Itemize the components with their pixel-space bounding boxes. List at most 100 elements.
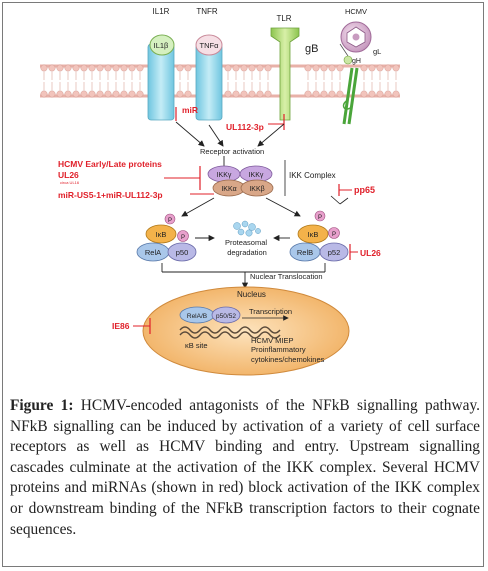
- kb-site-label: κB site: [185, 341, 208, 350]
- il1r-label: IL1R: [153, 7, 170, 16]
- ikka-label: IKKα: [221, 186, 236, 193]
- lipid-head: [56, 64, 64, 72]
- pp65-inhibitor: pp65: [330, 184, 375, 205]
- gl-label: gL: [373, 47, 381, 56]
- ie86-label: IE86: [112, 321, 130, 331]
- lipid-head: [368, 64, 376, 72]
- mir-label: miR: [182, 105, 198, 115]
- lipid-head: [240, 64, 248, 72]
- tlr-label: TLR: [276, 14, 291, 23]
- lipid-head: [368, 90, 376, 98]
- cell-membrane: [40, 64, 400, 98]
- lipid-head: [376, 64, 384, 72]
- lipid-head: [336, 90, 344, 98]
- tnfa-label: TNFα: [200, 41, 220, 50]
- lipid-head: [136, 90, 144, 98]
- p-left-top-label: P: [168, 218, 172, 224]
- pathway-diagram: IL1R IL1β TNFR TNFα TLR gB HCMV gH gL mi…: [40, 7, 400, 376]
- lipid-head: [120, 64, 128, 72]
- lipid-head: [360, 90, 368, 98]
- lipid-head: [184, 64, 192, 72]
- receptor-activation-label: Receptor activation: [200, 147, 264, 156]
- lipid-head: [328, 90, 336, 98]
- gh-label: gH: [352, 58, 361, 65]
- lipid-head: [224, 90, 232, 98]
- hcmv-proteins-inhibitor: HCMV Early/Late proteins UL26 circa UL16…: [58, 159, 214, 200]
- lipid-head: [96, 64, 104, 72]
- hcmv-proteins-label: HCMV Early/Late proteins: [58, 159, 162, 169]
- lipid-head: [56, 90, 64, 98]
- degradation-label: degradation: [227, 248, 267, 257]
- lipid-head: [232, 64, 240, 72]
- hcmv-label: HCMV: [345, 7, 367, 16]
- lipid-head: [256, 90, 264, 98]
- lipid-head: [104, 90, 112, 98]
- ikk-complex-label: IKK Complex: [289, 171, 336, 180]
- lipid-head: [88, 64, 96, 72]
- p-right-top-label: P: [318, 215, 322, 221]
- nuclear-translocation: Nuclear Translocation: [161, 263, 326, 289]
- ikb-left-label: IκB: [156, 230, 167, 239]
- ul26-top-label: UL26: [58, 170, 79, 180]
- relb-right-label: RelB: [297, 248, 313, 257]
- p50-left-label: p50: [176, 248, 189, 257]
- lipid-head: [72, 90, 80, 98]
- p-right-side-label: P: [332, 232, 336, 238]
- lipid-head: [320, 64, 328, 72]
- ikb-right-label: IκB: [308, 230, 319, 239]
- lipid-head: [256, 64, 264, 72]
- mir-inhibitor: miR: [175, 105, 198, 121]
- lipid-head: [104, 64, 112, 72]
- nucleus: Nucleus RelA/B p50/52 Transcription κB s…: [142, 286, 350, 376]
- lipid-head: [376, 90, 384, 98]
- caption-text: HCMV-encoded antagonists of the NFkB sig…: [10, 397, 480, 538]
- lipid-head: [48, 90, 56, 98]
- ikkg-right-label: IKKγ: [249, 172, 264, 179]
- p52-right-label: p52: [328, 248, 341, 257]
- lipid-head: [328, 64, 336, 72]
- nucleus-label: Nucleus: [237, 290, 266, 299]
- lipid-head: [304, 64, 312, 72]
- il1r-receptor: IL1R IL1β: [147, 7, 175, 121]
- receptor-activation-arrows: Receptor activation: [175, 121, 285, 168]
- nuclear-translocation-label: Nuclear Translocation: [250, 272, 323, 281]
- pp65-label: pp65: [354, 185, 375, 195]
- lipid-head: [248, 64, 256, 72]
- lipid-head: [48, 64, 56, 72]
- lipid-head: [80, 90, 88, 98]
- lipid-head: [112, 64, 120, 72]
- mirs-label: miR-US5-1+miR-UL112-3p: [58, 190, 163, 200]
- nfkb-complex-left: P IκB P RelA p50: [136, 213, 197, 262]
- ikk-to-ikb-arrows: [181, 197, 301, 217]
- lipid-head: [240, 90, 248, 98]
- lipid-head: [40, 64, 48, 72]
- nfkb-complex-right: P IκB P RelB p52: [289, 210, 349, 262]
- lipid-head: [88, 90, 96, 98]
- lipid-head: [40, 90, 48, 98]
- lipid-head: [128, 90, 136, 98]
- cytokines-label: cytokines/chemokines: [251, 355, 325, 364]
- small-note-label: circa UL16: [60, 180, 80, 185]
- proteasome: Proteasomal degradation: [195, 220, 290, 257]
- lipid-head: [248, 90, 256, 98]
- ikk-complex: IKKγ IKKγ IKKα IKKβ IKK Complex: [207, 160, 336, 197]
- ul112-inhibitor: UL112-3p: [226, 114, 285, 132]
- hcmv-miep-label: HCMV MIEP: [251, 336, 294, 345]
- transcription-label: Transcription: [249, 307, 292, 316]
- lipid-head: [184, 90, 192, 98]
- relab-label: RelA/B: [187, 313, 207, 320]
- lipid-head: [120, 90, 128, 98]
- figure-caption: Figure 1: HCMV-encoded antagonists of th…: [10, 396, 480, 540]
- lipid-head: [112, 90, 120, 98]
- rela-left-label: RelA: [145, 248, 161, 257]
- proteasomal-label: Proteasomal: [225, 238, 267, 247]
- lipid-head: [384, 64, 392, 72]
- lipid-head: [336, 64, 344, 72]
- lipid-head: [360, 64, 368, 72]
- lipid-head: [384, 90, 392, 98]
- gb-label: gB: [305, 43, 318, 55]
- lipid-head: [264, 90, 272, 98]
- lipid-head: [320, 90, 328, 98]
- hcmv-virion: HCMV gH gL: [339, 7, 381, 125]
- tnfr-label: TNFR: [196, 7, 218, 16]
